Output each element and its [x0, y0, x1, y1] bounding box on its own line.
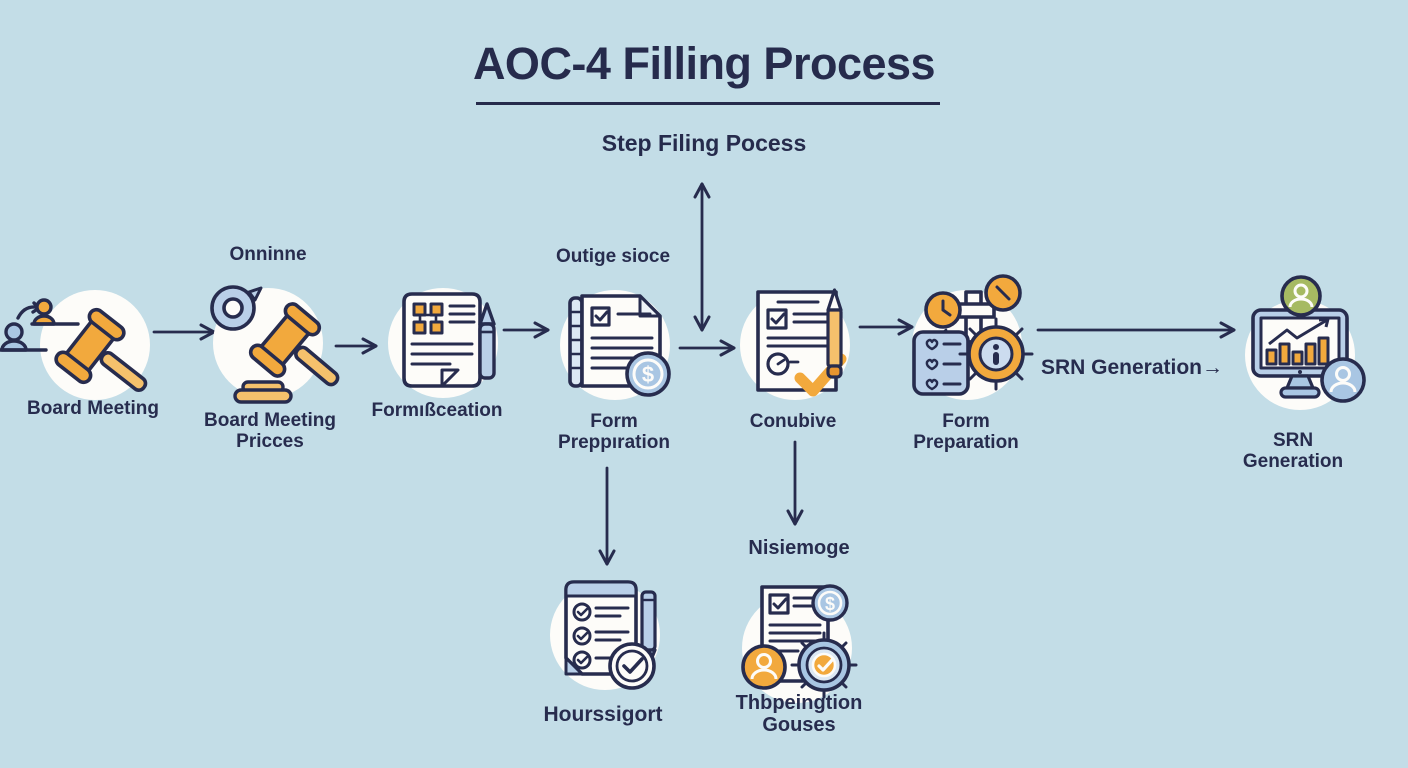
label-form-preparation: Form Preparation [913, 411, 1019, 454]
label-srn-generation-inline: SRN Generation→ [1040, 356, 1224, 379]
label-form-preppiration: Form Preppıration [558, 411, 670, 454]
document-dollar-icon: $ [568, 294, 671, 397]
checklist-clock-icon [564, 580, 657, 690]
title-underline [476, 102, 940, 105]
dollar-glyph: $ [642, 362, 654, 387]
label-thbpeingtion-gouses: Thbpeingtion Gouses [735, 692, 863, 737]
label-formification: Formıßceation [371, 400, 503, 421]
label-hourssigort: Hourssigort [543, 703, 663, 726]
document-person-gauge-icon: $ [741, 584, 858, 699]
page-subtitle: Step Filing Pocess [601, 130, 807, 156]
label-board-meeting: Board Meeting [27, 398, 159, 419]
people-exchange-gavel-icon [0, 298, 148, 392]
label-conubive: Conubive [749, 411, 837, 432]
label-outige-sioce: Outige sioce [555, 246, 671, 267]
document-check-pencil-icon [756, 288, 847, 397]
page-title: AOC-4 Filling Process [472, 38, 936, 89]
dollar-glyph: $ [825, 594, 835, 614]
document-pen-icon [402, 292, 496, 388]
label-onninne: Onninne [229, 244, 307, 265]
label-nisiemoge: Nisiemoge [748, 537, 850, 559]
monitor-chart-icon [1251, 275, 1366, 403]
gavel-block-speech-spiral-icon [210, 285, 340, 404]
label-board-meeting-pricces: Board Meeting Pricces [204, 410, 336, 453]
label-srn-generation: SRN Generation [1242, 430, 1344, 473]
checklist-gear-info-icon [912, 274, 1034, 396]
